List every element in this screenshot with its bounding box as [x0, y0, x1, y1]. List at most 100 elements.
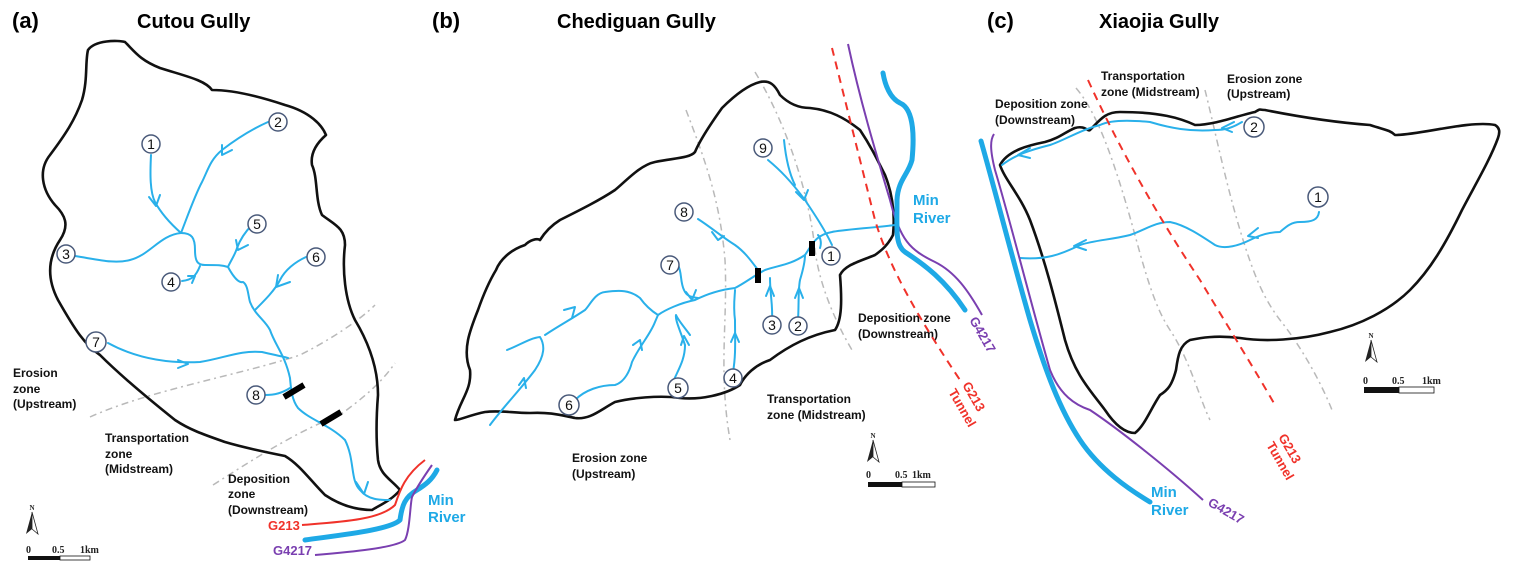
- zone-label-transportation-c: Transportation zone (Midstream): [1101, 69, 1200, 99]
- panel-title-a: Cutou Gully: [137, 11, 251, 33]
- svg-text:2: 2: [1250, 119, 1258, 135]
- stream-a-3: [74, 232, 182, 263]
- stream-node-9: 9: [753, 138, 773, 158]
- min-river-b: [880, 70, 968, 313]
- stream-node-7: 7: [85, 331, 107, 353]
- stream-b-8: [697, 218, 759, 271]
- flow-arrow-icon: [730, 332, 740, 343]
- stream-a-7: [107, 342, 289, 364]
- flow-arrow-icon: [680, 335, 690, 346]
- svg-text:9: 9: [759, 140, 767, 156]
- stream-node-3: 3: [762, 315, 782, 335]
- stream-b-1: [817, 234, 822, 249]
- stream-node-1: 1: [821, 246, 841, 266]
- svg-text:7: 7: [92, 334, 100, 350]
- flow-arrow-icon: [187, 275, 196, 284]
- svg-text:1: 1: [1314, 189, 1322, 205]
- flow-arrow-icon: [177, 359, 189, 369]
- svg-text:0.5: 0.5: [52, 545, 65, 556]
- stream-node-2: 2: [788, 316, 808, 336]
- stream-b-5: [672, 314, 691, 383]
- river-label-b: Min River: [913, 192, 951, 227]
- flow-arrow-icon: [1073, 239, 1087, 251]
- north-arrow-icon: N: [866, 432, 880, 463]
- zone-label-erosion-a: Erosion zone (Upstream): [13, 366, 76, 411]
- stream-a-2: [180, 121, 269, 234]
- panel-title-c: Xiaojia Gully: [1099, 11, 1220, 33]
- stream-node-2: 2: [1243, 116, 1265, 138]
- check-dam: [319, 409, 343, 427]
- svg-text:4: 4: [729, 370, 737, 386]
- stream-b-main: [657, 224, 896, 316]
- panel-b: (b) Chediguan Gully 1: [432, 8, 999, 488]
- stream-node-1: 1: [141, 134, 161, 154]
- panel-label-c: (c): [987, 8, 1014, 33]
- stream-node-8: 8: [674, 202, 694, 222]
- svg-text:4: 4: [167, 274, 175, 290]
- svg-text:1km: 1km: [80, 545, 100, 556]
- flow-arrow-icon: [794, 287, 804, 299]
- stream-a-main: [180, 232, 391, 501]
- svg-text:3: 3: [62, 246, 70, 262]
- flow-arrow-icon: [275, 274, 291, 288]
- watershed-boundary-c: [998, 108, 1501, 435]
- stream-b-9: [767, 159, 833, 246]
- road-g213-a: [301, 459, 426, 526]
- road-label-g213-a: G213: [268, 518, 300, 533]
- scale-bar-c: 0 0.5 1km: [1363, 376, 1442, 394]
- stream-node-6: 6: [558, 394, 580, 416]
- svg-text:2: 2: [794, 318, 802, 334]
- zone-label-deposition-c: Deposition zone (Downstream): [995, 97, 1091, 127]
- svg-text:N: N: [29, 504, 34, 512]
- stream-b-9-fork: [783, 139, 796, 186]
- zone-label-deposition-a: Deposition zone (Downstream): [228, 472, 308, 517]
- flow-arrow-icon: [1221, 121, 1235, 133]
- stream-b-6-branch: [489, 336, 545, 426]
- svg-text:0: 0: [866, 470, 871, 481]
- watershed-boundary-a: [41, 39, 402, 512]
- road-label-g4217-c: G4217: [1206, 495, 1247, 528]
- svg-text:6: 6: [565, 397, 573, 413]
- stream-node-1: 1: [1307, 186, 1329, 208]
- stream-node-6: 6: [306, 247, 326, 267]
- stream-a-1: [149, 154, 182, 234]
- min-river-c: [978, 138, 1153, 505]
- check-dam: [282, 382, 306, 400]
- svg-text:0: 0: [1363, 376, 1368, 387]
- svg-text:7: 7: [666, 257, 674, 273]
- watershed-boundary-b: [453, 80, 896, 422]
- stream-b-2: [797, 254, 806, 321]
- flow-arrow-icon: [563, 306, 576, 319]
- scale-bar-b: 0 0.5 1km: [866, 470, 936, 488]
- stream-node-3: 3: [56, 244, 76, 264]
- stream-node-4: 4: [723, 368, 743, 388]
- flow-arrow-icon: [518, 377, 527, 389]
- zone-label-erosion-b: Erosion zone (Upstream): [572, 451, 651, 481]
- flow-arrow-icon: [1017, 147, 1031, 159]
- stream-a-5: [227, 224, 253, 268]
- stream-node-4: 4: [161, 272, 181, 292]
- min-river-a: [302, 467, 440, 543]
- zone-divider-transport-deposition: [212, 362, 396, 486]
- svg-text:0.5: 0.5: [895, 470, 908, 481]
- stream-b-6: [544, 289, 659, 401]
- zone-divider-transport-deposition-b: [754, 71, 853, 351]
- stream-node-5: 5: [667, 377, 689, 399]
- panel-label-a: (a): [12, 8, 39, 33]
- river-label-c: Min River: [1151, 484, 1189, 519]
- stream-c-1: [1019, 211, 1320, 260]
- road-label-g4217-a: G4217: [273, 543, 312, 558]
- zone-divider-transport-erosion-c: [1204, 89, 1333, 411]
- flow-arrow-icon: [235, 239, 249, 251]
- road-label-g4217-b: G4217: [966, 314, 999, 355]
- svg-text:8: 8: [252, 387, 260, 403]
- svg-text:N: N: [1368, 332, 1373, 340]
- stream-a-8: [264, 387, 291, 396]
- stream-c-2: [1001, 119, 1243, 166]
- road-g4217-b: [847, 43, 983, 316]
- flow-arrow-icon: [711, 231, 725, 241]
- svg-text:N: N: [870, 432, 875, 440]
- svg-text:3: 3: [768, 317, 776, 333]
- zone-label-transportation-b: Transportation zone (Midstream): [767, 392, 866, 422]
